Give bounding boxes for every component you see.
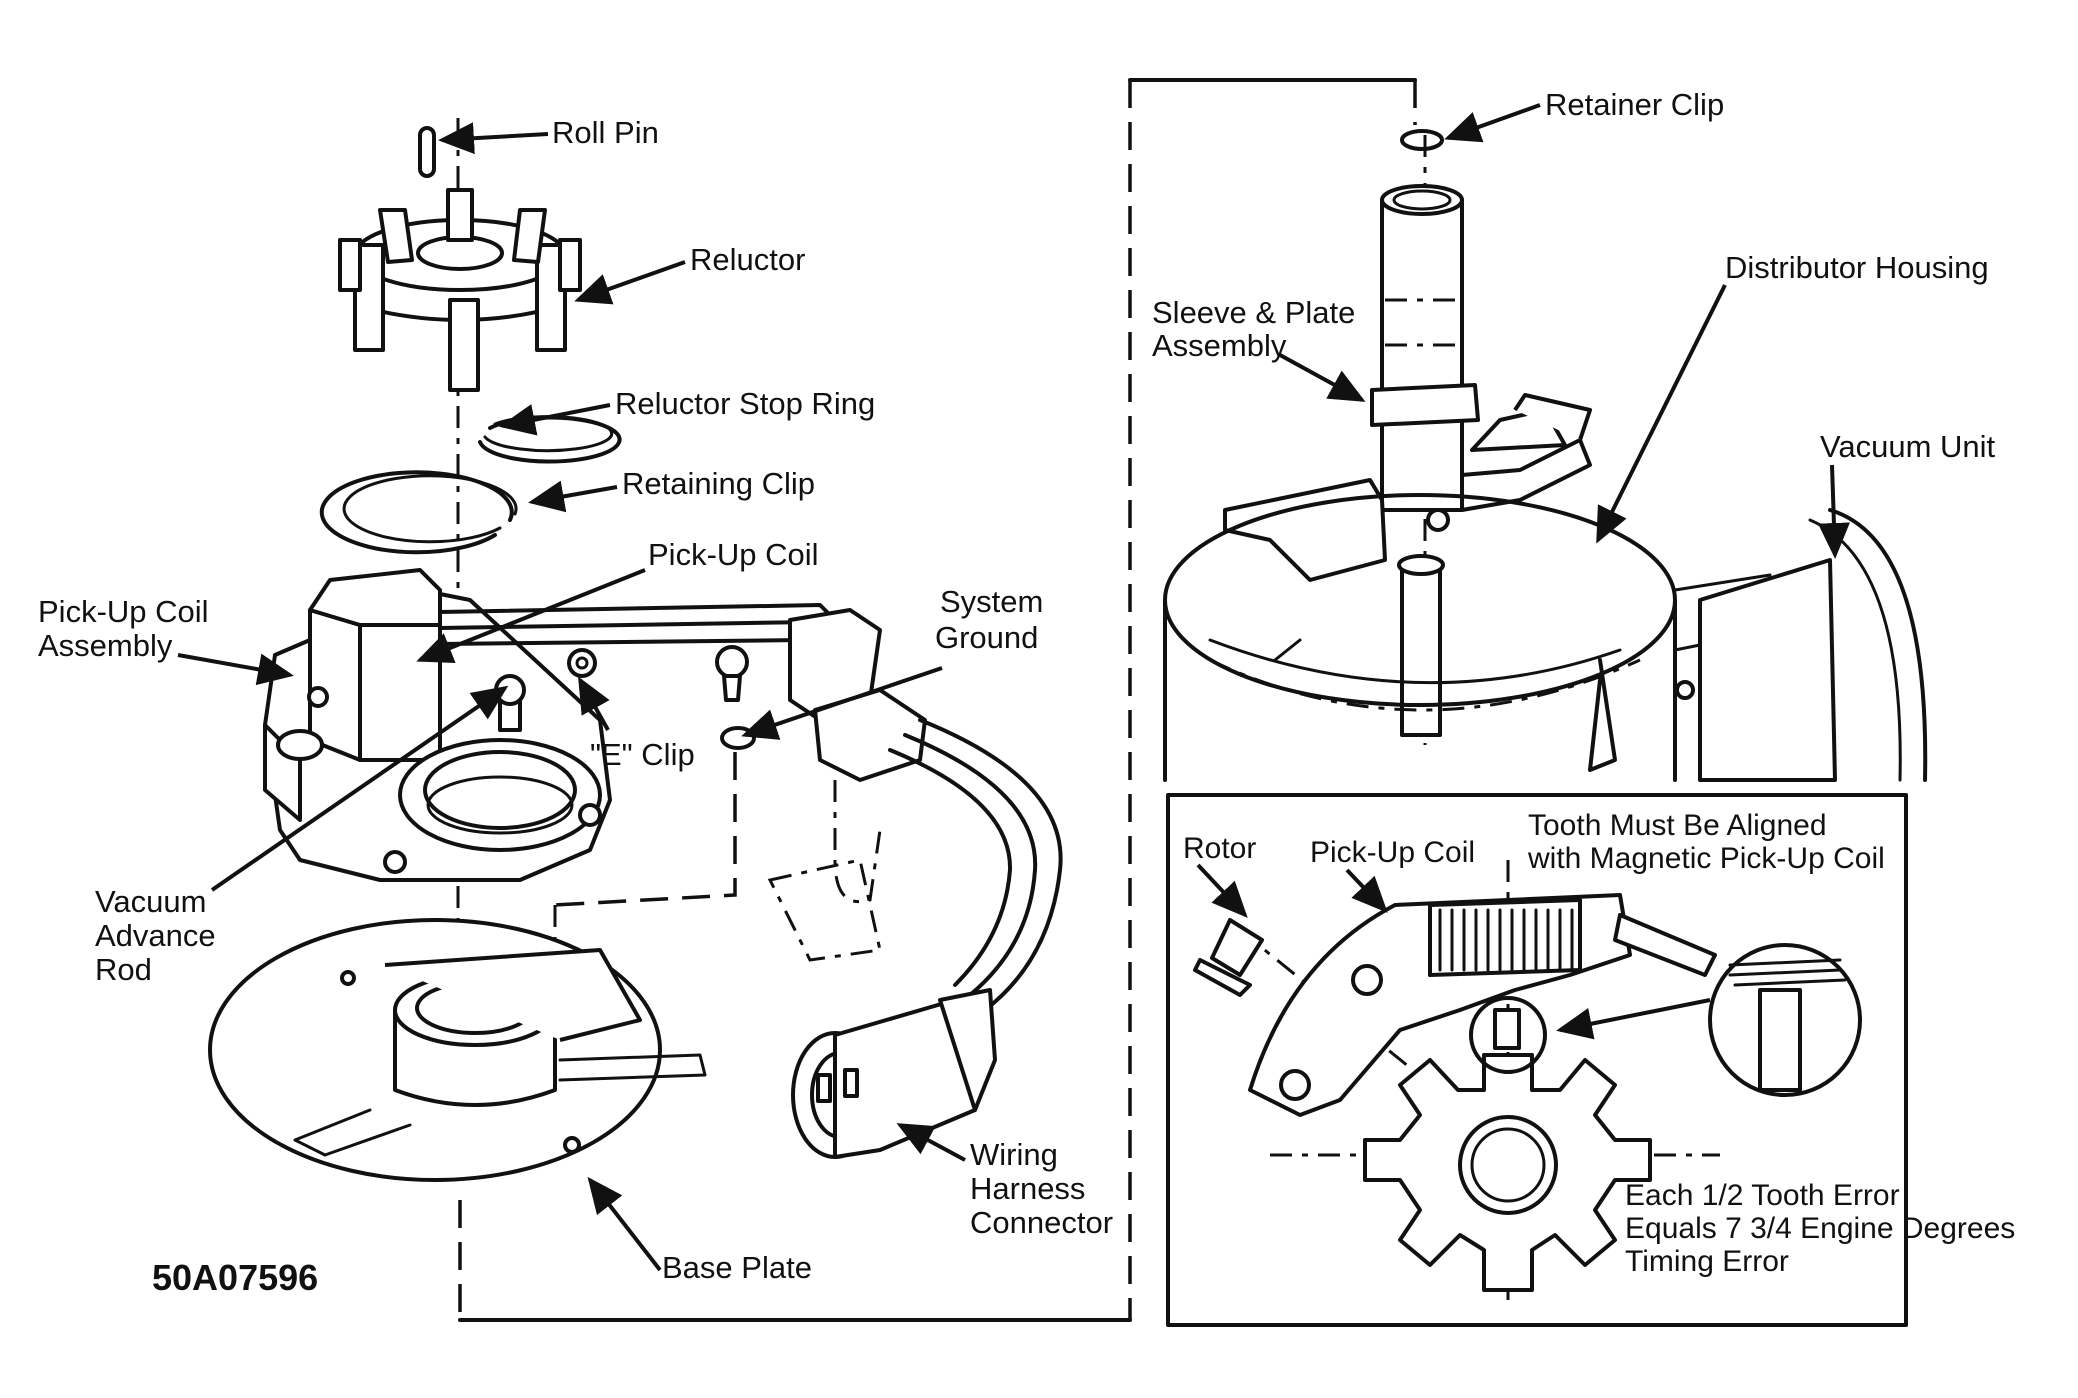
label-pick-up-coil: Pick-Up Coil	[648, 537, 819, 572]
arrow-icon	[578, 676, 610, 731]
arrow-icon	[1196, 863, 1248, 918]
arrow-icon	[499, 403, 611, 436]
vacuum-unit	[1673, 508, 1928, 782]
arrow-icon	[210, 685, 509, 892]
arrow-icon	[741, 666, 943, 740]
label-inset-rotor: Rotor	[1183, 832, 1256, 865]
retaining-clip	[319, 470, 518, 555]
reluctor	[338, 188, 582, 392]
label-e-clip: "E" Clip	[590, 737, 695, 772]
arrow-icon	[1596, 284, 1727, 544]
label-error-note-line3: Timing Error	[1625, 1245, 1789, 1278]
wiring-harness-cables	[888, 718, 1063, 1012]
arrow-icon	[574, 260, 686, 305]
label-roll-pin: Roll Pin	[552, 115, 659, 150]
label-vacuum-advance-rod-line1: Vacuum	[95, 884, 206, 919]
label-wiring-harness-connector-line1: Wiring	[970, 1137, 1058, 1172]
label-system-ground-line2: Ground	[935, 620, 1038, 655]
label-retainer-clip: Retainer Clip	[1545, 87, 1724, 122]
label-pick-up-coil-assembly-line2: Assembly	[38, 628, 173, 663]
retainer-clip	[1400, 129, 1444, 151]
label-inset-pick-up-coil: Pick-Up Coil	[1310, 836, 1475, 869]
inset-rotor	[1193, 918, 1264, 997]
label-error-note-line2: Equals 7 3/4 Engine Degrees	[1625, 1212, 2015, 1245]
inset-coil-windings	[1438, 908, 1574, 972]
label-reluctor-stop-ring: Reluctor Stop Ring	[615, 386, 875, 421]
figure-code: 50A07596	[152, 1257, 318, 1298]
label-sleeve-plate-assembly-line1: Sleeve & Plate	[1152, 295, 1355, 330]
system-ground-connector	[715, 608, 927, 782]
label-retaining-clip: Retaining Clip	[622, 466, 815, 501]
inset-pick-up-coil	[1248, 893, 1717, 1117]
arrow-icon	[1444, 103, 1541, 143]
label-tooth-note-line2: with Magnetic Pick-Up Coil	[1527, 842, 1885, 875]
arrow-icon	[587, 1176, 662, 1272]
label-vacuum-advance-rod-line3: Rod	[95, 952, 152, 987]
label-reluctor: Reluctor	[690, 242, 805, 277]
inset-reluctor-gear	[1363, 996, 1652, 1292]
pick-up-coil-assembly	[263, 568, 612, 882]
arrow-icon	[1345, 868, 1388, 913]
distributor-housing	[1163, 493, 1677, 782]
label-system-ground-line1: System	[940, 584, 1043, 619]
label-vacuum-advance-rod-line2: Advance	[95, 918, 216, 953]
vacuum-advance-ghost	[767, 780, 882, 962]
label-pick-up-coil-assembly-line1: Pick-Up Coil	[38, 594, 209, 629]
label-tooth-note-line1: Tooth Must Be Aligned	[1528, 809, 1827, 842]
arrow-icon	[896, 1123, 966, 1162]
leader-arrows	[177, 103, 1850, 1272]
arrow-icon	[1279, 353, 1366, 402]
reluctor-stop-ring	[478, 415, 622, 464]
label-wiring-harness-connector-line3: Connector	[970, 1205, 1113, 1240]
sleeve-plate-assembly	[1223, 184, 1592, 582]
label-sleeve-plate-assembly-line2: Assembly	[1152, 328, 1287, 363]
arrow-icon	[177, 653, 294, 686]
label-error-note-line1: Each 1/2 Tooth Error	[1625, 1179, 1900, 1212]
wiring-harness-connector-plug	[791, 988, 997, 1159]
frame-lines	[458, 78, 1417, 1322]
timing-inset-box	[1166, 793, 1908, 1327]
arrow-icon	[438, 122, 549, 155]
base-plate	[208, 918, 707, 1182]
arrow-icon	[1817, 464, 1850, 559]
distributor-shaft	[1397, 554, 1445, 737]
label-wiring-harness-connector-line2: Harness	[970, 1171, 1085, 1206]
arrow-icon	[528, 480, 618, 513]
e-clip	[567, 648, 597, 678]
inset-magnified-detail	[1556, 943, 1862, 1097]
arrow-icon	[416, 568, 646, 663]
label-base-plate: Base Plate	[662, 1250, 812, 1285]
roll-pin	[418, 126, 436, 178]
label-distributor-housing: Distributor Housing	[1725, 250, 1989, 285]
label-vacuum-unit: Vacuum Unit	[1820, 429, 1996, 464]
